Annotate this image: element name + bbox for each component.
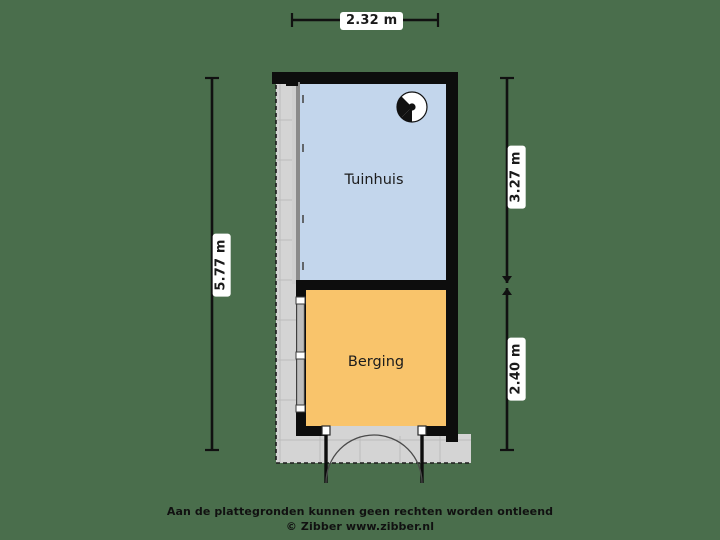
room-label-tuinhuis: Tuinhuis (344, 172, 404, 188)
berging-side-panel (295, 296, 306, 413)
ceiling-light-icon (396, 91, 428, 123)
room-fills (300, 84, 448, 434)
footer-disclaimer: Aan de plattegronden kunnen geen rechten… (0, 504, 720, 534)
dimension-line-tuinhuis-depth (500, 76, 514, 283)
dimension-label-overall-depth: 5.77 m (212, 233, 231, 297)
double-door (321, 425, 427, 484)
dimension-label-tuinhuis-depth: 3.27 m (507, 145, 526, 209)
footer-line-copyright: © Zibber www.zibber.nl (285, 520, 435, 533)
dimension-line-berging-depth (500, 288, 514, 452)
dimension-line-overall-depth (205, 76, 219, 452)
room-berging-fill (304, 288, 448, 434)
dimension-label-berging-depth: 2.40 m (507, 337, 526, 401)
footer-line-disclaimer: Aan de plattegronden kunnen geen rechten… (166, 505, 554, 518)
room-label-berging: Berging (347, 354, 405, 370)
dimension-label-overall-width: 2.32 m (340, 12, 404, 30)
